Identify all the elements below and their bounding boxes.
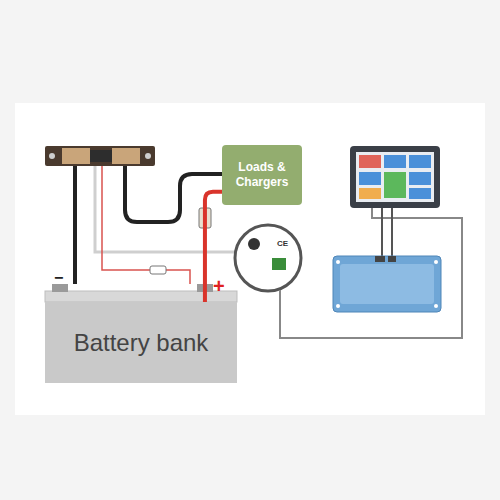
screw [434,260,438,264]
battery-monitor [235,225,301,291]
gx-panel [340,264,434,304]
screen-cables [382,208,392,262]
node-text: Battery bank [74,328,209,358]
sense-wire [102,166,190,284]
gx-device [333,256,441,312]
battery-body: Battery bank [45,302,237,383]
node-text: Loads & Chargers [228,160,296,190]
data-cable [280,207,462,338]
battery-lid [45,291,237,302]
screw [434,304,438,308]
gx-port [388,256,396,262]
shunt-block [112,148,140,164]
polarity-sign: + [213,276,225,296]
tile [384,155,406,168]
gx-port [375,256,385,262]
negative-cable [73,166,77,284]
card [15,103,485,415]
shunt-block [62,148,90,164]
tile [409,172,431,185]
load-box: Loads & Chargers [222,145,302,205]
tile [359,188,381,199]
tile [409,188,431,199]
bolt [49,153,55,159]
screw [336,304,340,308]
polarity-sign: − [54,270,63,286]
screen-display [356,152,434,202]
screw [336,260,340,264]
bolt [145,153,151,159]
tile [384,172,406,198]
shunt-cable [95,166,238,252]
tile [359,172,381,185]
monitor-connector [272,258,286,270]
shunt-base [45,146,155,166]
mark: CE [277,240,288,248]
tile [409,155,431,168]
tile [359,155,381,168]
sense-fuse [150,266,166,274]
monitor-knob [248,238,260,250]
touch-screen [350,146,440,208]
shunt-resistor [90,150,112,162]
